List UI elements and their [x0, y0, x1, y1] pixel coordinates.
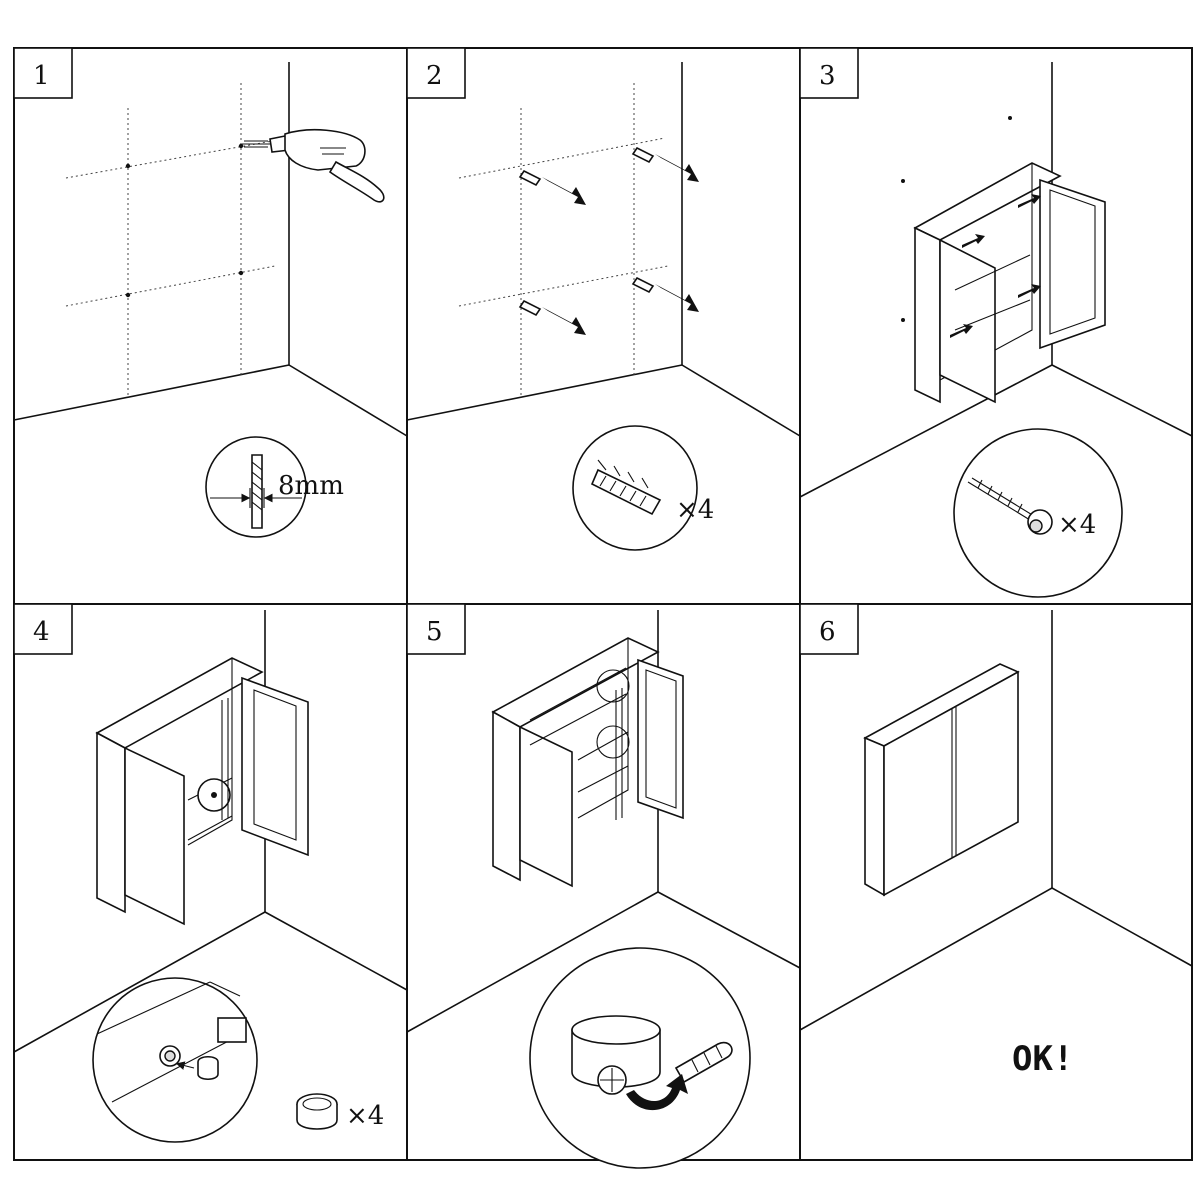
- step-number-1: 1: [33, 61, 50, 91]
- room-corner-2: [406, 62, 801, 437]
- panel-6: 6 OK!: [799, 603, 1193, 1161]
- wall-anchor-arrows: [518, 146, 699, 335]
- cam-lock-rotate-detail: [529, 947, 751, 1169]
- room-corner-1: [13, 62, 408, 437]
- step-number-box-3: [799, 47, 859, 99]
- cam-fitting-quantity: ×4: [346, 1101, 384, 1131]
- panel-5: 5: [406, 603, 801, 1169]
- open-cabinet-4: [95, 657, 309, 926]
- step-number-box-4: [13, 603, 73, 655]
- panel-6-frame: [799, 603, 1193, 1161]
- wall-mount-dots: [901, 116, 1012, 322]
- open-cabinet-3: [913, 162, 1106, 404]
- panel-2: 2: [406, 47, 801, 605]
- step-number-6: 6: [819, 617, 836, 647]
- room-corner-3: [799, 62, 1193, 498]
- panel-3: 3: [799, 47, 1193, 605]
- panel-1: 1: [13, 47, 408, 605]
- step-number-box-1: [13, 47, 73, 99]
- cam-lock-detail: [92, 977, 258, 1143]
- drill-icon: [242, 128, 385, 203]
- step-number-2: 2: [426, 61, 443, 91]
- step-number-box-6: [799, 603, 859, 655]
- panel-1-frame: [13, 47, 408, 605]
- anchor-guide-grid: [458, 83, 669, 398]
- cam-fitting-icon: [296, 1093, 338, 1130]
- drill-bit-detail: [205, 436, 307, 538]
- open-cabinet-5: [491, 637, 684, 888]
- step-number-box-2: [406, 47, 466, 99]
- screw-quantity: ×4: [1058, 510, 1096, 540]
- room-corner-6: [799, 610, 1193, 1031]
- drill-guide-grid: [65, 83, 290, 398]
- wall-plug-detail: [572, 425, 698, 551]
- wall-plug-quantity: ×4: [676, 495, 714, 525]
- drill-bit-size-label: 8mm: [278, 471, 344, 501]
- step-number-4: 4: [33, 617, 50, 647]
- screw-detail: [953, 428, 1123, 598]
- completion-label: OK!: [1012, 1039, 1073, 1079]
- step-number-box-5: [406, 603, 466, 655]
- closed-cabinet: [863, 663, 1020, 897]
- step-number-3: 3: [819, 61, 836, 91]
- panel-4: 4: [13, 603, 408, 1161]
- step-number-5: 5: [426, 617, 443, 647]
